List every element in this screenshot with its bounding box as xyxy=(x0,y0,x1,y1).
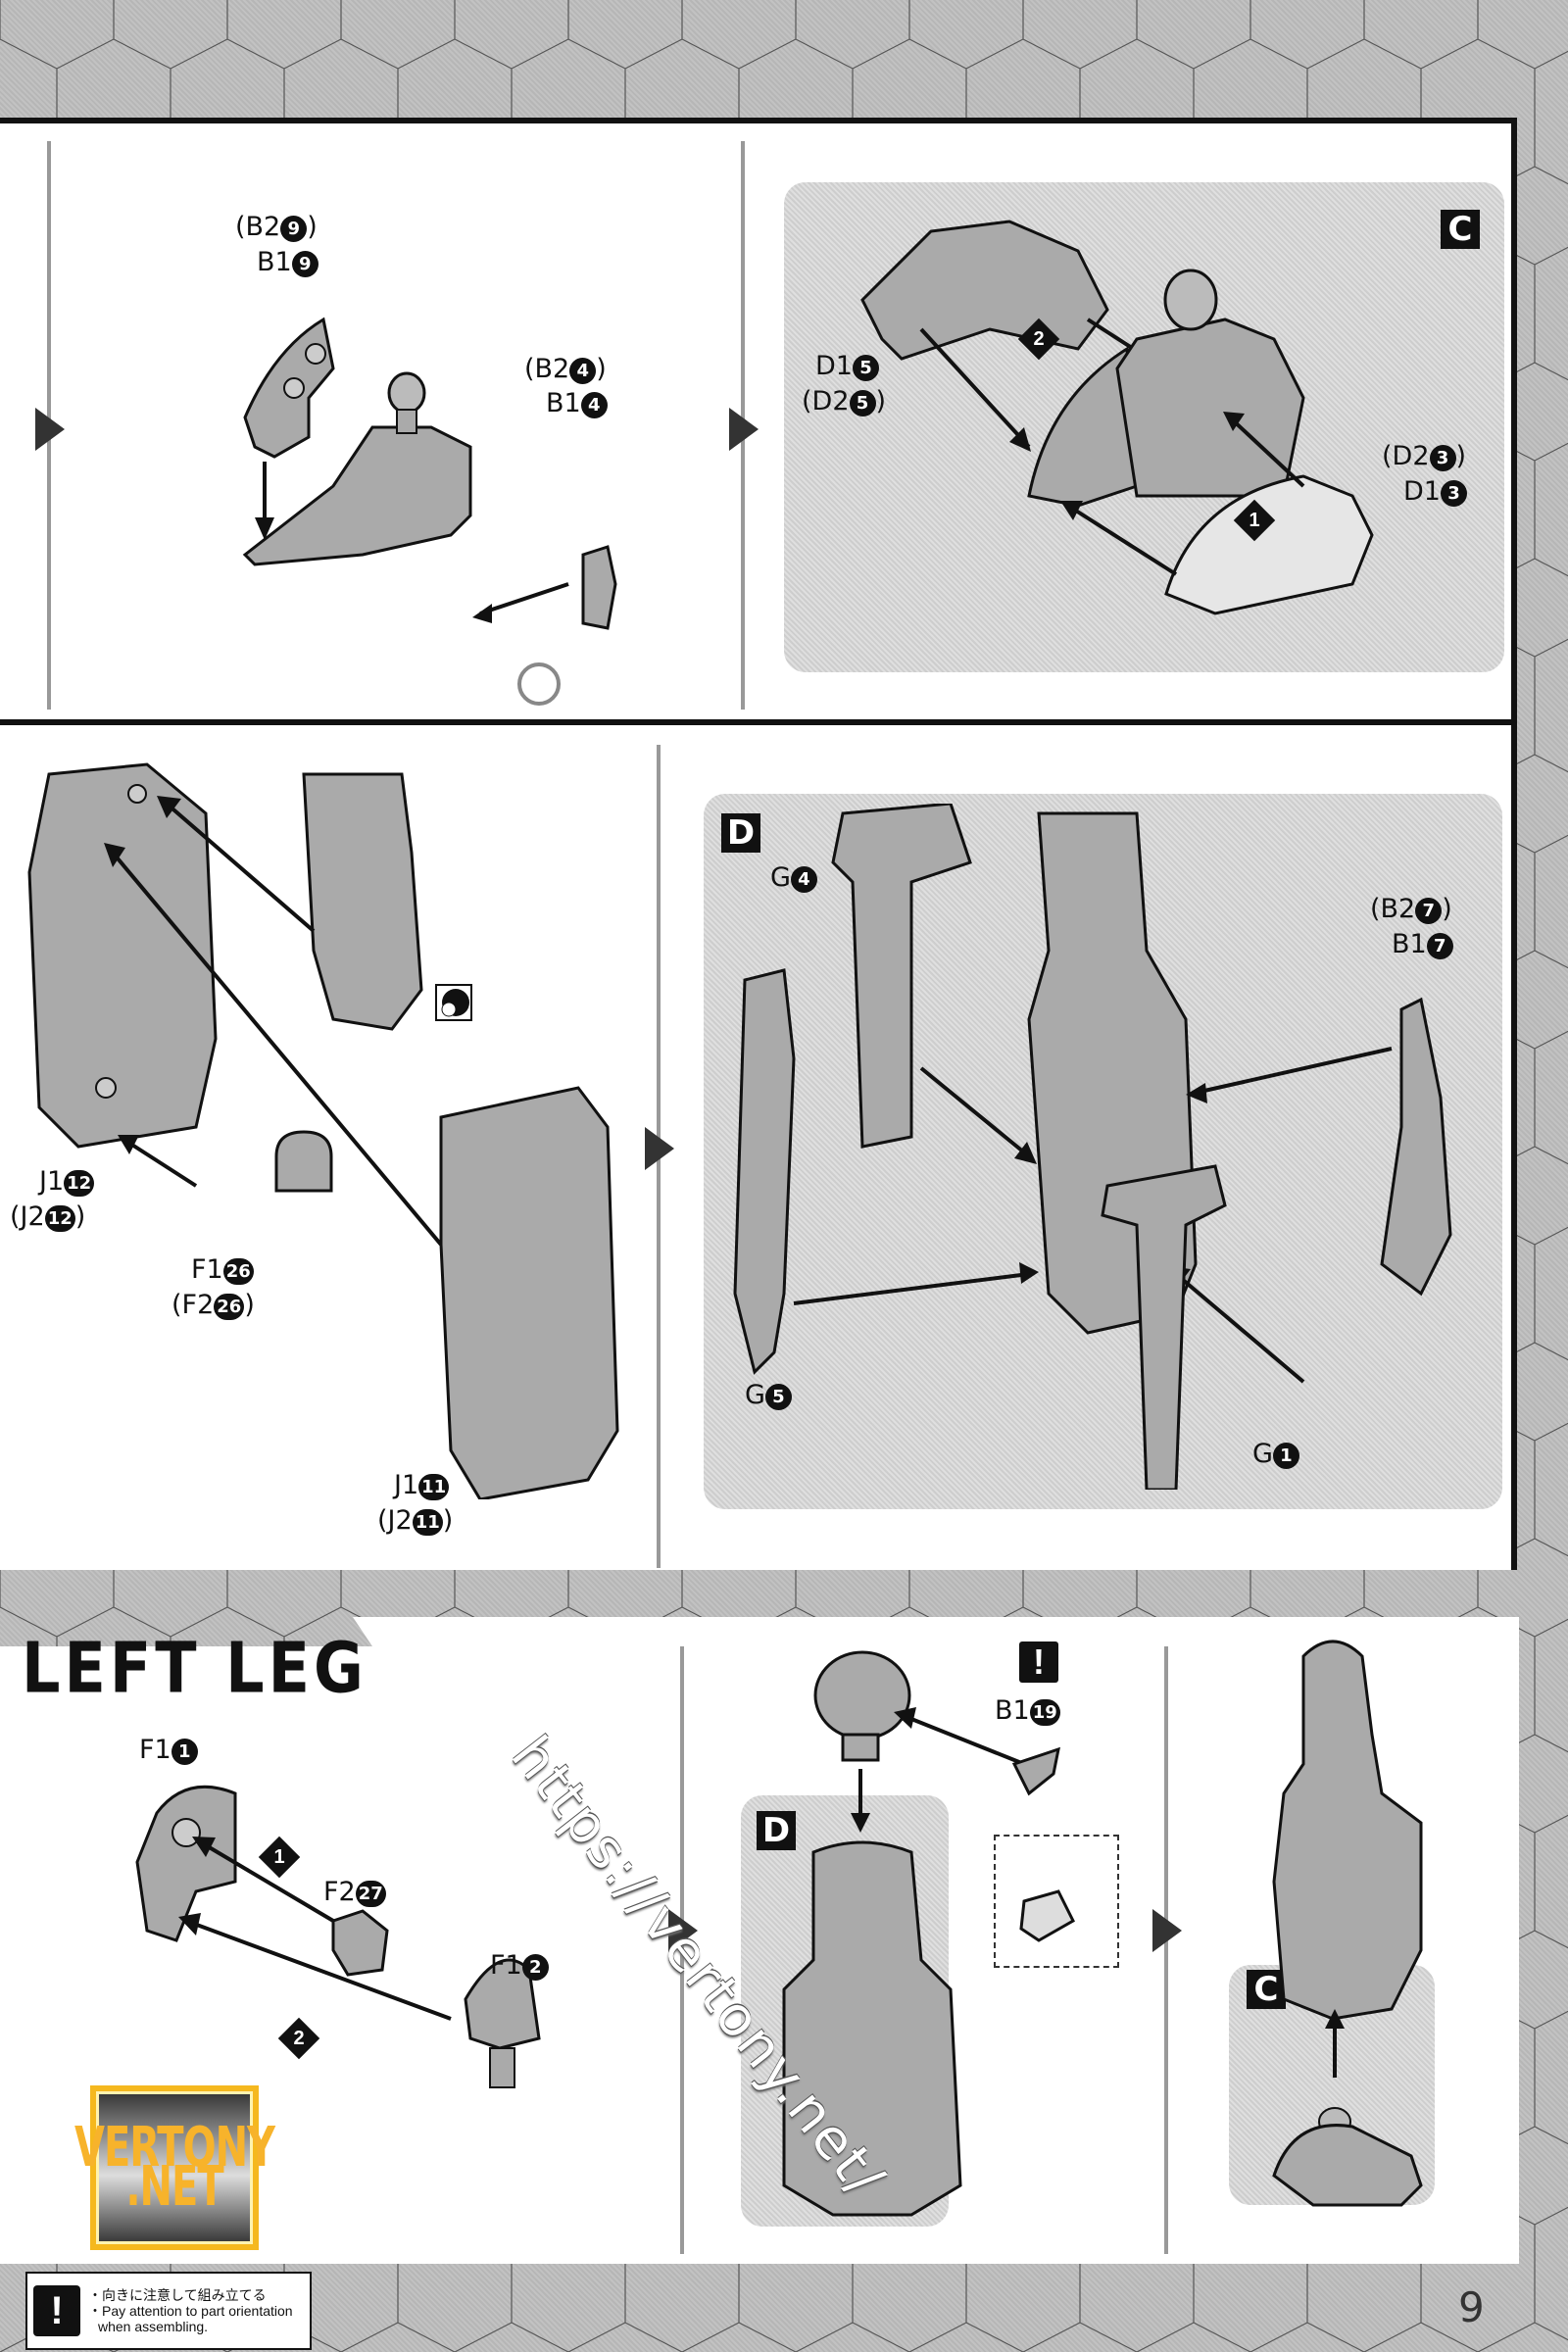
order-mark-2: 2 xyxy=(277,2017,320,2060)
subassembly-badge-c: C xyxy=(1441,210,1480,249)
vertony-logo: VERTONY .NET xyxy=(74,2085,275,2250)
caution-note: ! ・向きに注意して組み立てる ・Pay attention to part o… xyxy=(25,2272,312,2350)
step-arrow-icon xyxy=(668,1909,698,1952)
subassembly-badge-d: D xyxy=(757,1811,796,1850)
warning-icon: ! xyxy=(1019,1642,1058,1683)
step-arrow-icon xyxy=(729,408,759,451)
completed-leg-diagram xyxy=(1272,1640,1423,2207)
detail-callout-box xyxy=(994,1835,1119,1968)
foot-assembly-c-diagram xyxy=(860,220,1374,615)
caution-text-jp: ・向きに注意して組み立てる xyxy=(88,2286,267,2303)
section-title: LEFT LEG xyxy=(22,1627,368,1709)
caution-text-en-2: when assembling. xyxy=(98,2319,209,2335)
order-mark-2: 2 xyxy=(1017,318,1060,361)
order-mark-1: 1 xyxy=(258,1836,301,1879)
no-cut-warning-icon xyxy=(517,662,561,706)
subassembly-badge-d: D xyxy=(721,813,760,853)
shin-assembly-d-diagram xyxy=(733,804,1452,1490)
foot-frame-diagram xyxy=(242,317,617,630)
page-number: 9 xyxy=(1458,2283,1485,2331)
step-arrow-icon xyxy=(35,408,65,451)
knee-assembly-diagram xyxy=(782,1650,1075,2217)
step-arrow-icon xyxy=(1152,1909,1182,1952)
shin-frame-diagram xyxy=(27,762,619,1499)
subassembly-badge-c: C xyxy=(1247,1970,1286,2009)
warning-icon: ! xyxy=(33,2285,80,2336)
caution-text-en-1: ・Pay attention to part orientation xyxy=(88,2302,293,2319)
order-mark-1: 1 xyxy=(1233,499,1276,542)
ankle-parts-diagram xyxy=(135,1785,541,2088)
step-arrow-icon xyxy=(645,1127,674,1170)
